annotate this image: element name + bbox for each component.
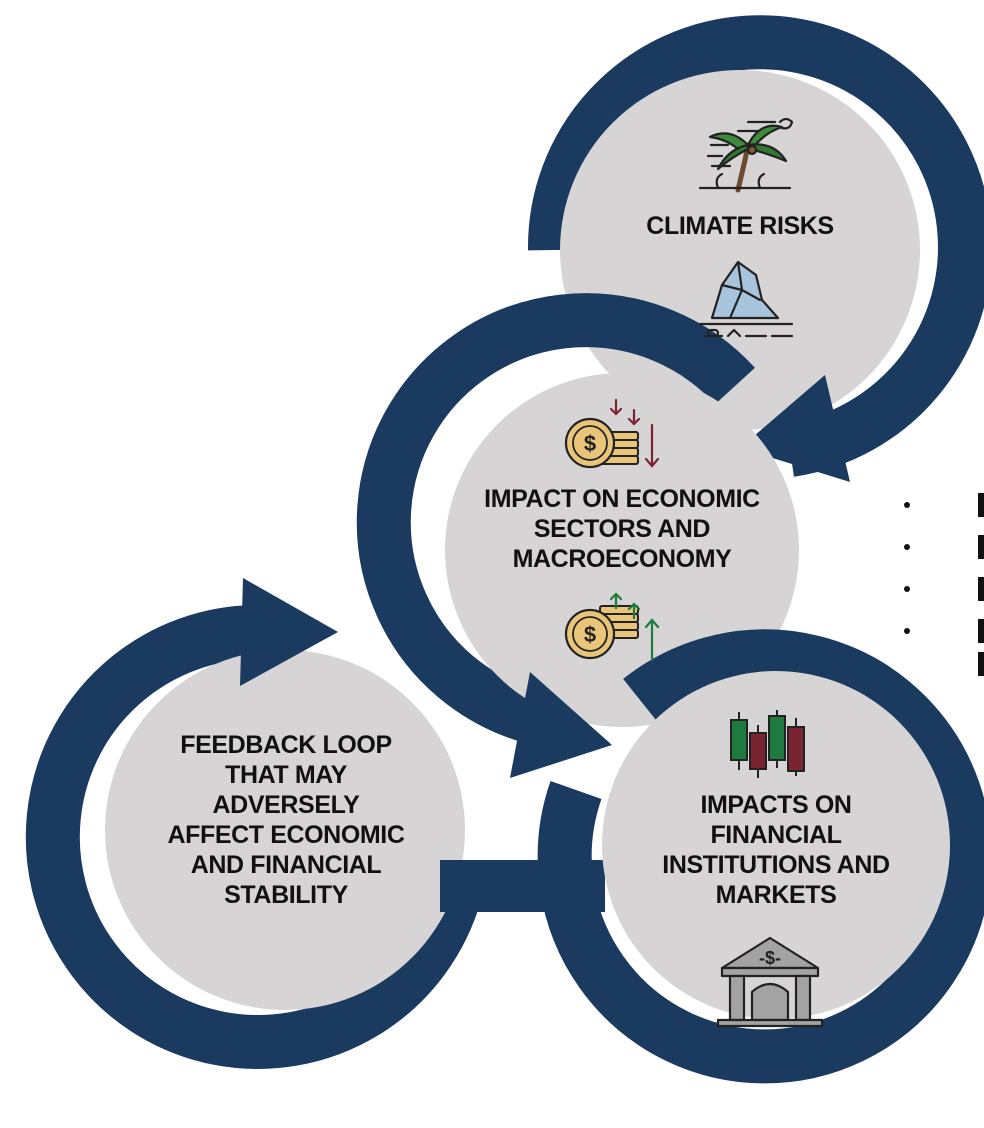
svg-text:-$-: -$- bbox=[759, 948, 781, 968]
financial-impact-line: FINANCIAL bbox=[710, 821, 842, 849]
economic-impact-line: SECTORS AND bbox=[533, 515, 711, 543]
bullet-icon bbox=[904, 544, 910, 550]
list-item bbox=[904, 484, 984, 526]
economic-impact-label: IMPACT ON ECONOMIC SECTORS AND MACROECON… bbox=[448, 484, 796, 574]
cropped-bullet-list bbox=[904, 484, 984, 692]
cropped-text-glyph bbox=[978, 493, 984, 517]
financial-impact-line: MARKETS bbox=[715, 881, 837, 909]
coins-up-icon: $ bbox=[564, 592, 660, 662]
cropped-text-glyph bbox=[978, 535, 984, 559]
economic-impact-line: MACROECONOMY bbox=[512, 545, 732, 573]
list-item bbox=[904, 526, 984, 568]
svg-text:$: $ bbox=[584, 622, 596, 647]
coins-down-icon: $ bbox=[564, 398, 660, 469]
economic-impact-line: IMPACT ON ECONOMIC bbox=[484, 485, 760, 513]
feedback-ring-arrowhead bbox=[240, 578, 338, 686]
cropped-text-glyph bbox=[978, 619, 984, 643]
iceberg-icon bbox=[698, 260, 794, 338]
financial-impact-line: INSTITUTIONS AND bbox=[662, 851, 890, 879]
feedback-loop-line: STABILITY bbox=[224, 881, 348, 909]
feedback-ring-arc bbox=[25, 604, 481, 1069]
financial-ring-arc bbox=[537, 629, 984, 1084]
cropped-text-glyph bbox=[978, 652, 984, 676]
candlestick-icon bbox=[730, 710, 805, 778]
feedback-loop-label: FEEDBACK LOOP THAT MAY ADVERSELY AFFECT … bbox=[140, 730, 432, 910]
list-item bbox=[904, 610, 984, 652]
list-item bbox=[904, 568, 984, 610]
feedback-loop-line: AFFECT ECONOMIC bbox=[167, 821, 405, 849]
financial-impact-line: IMPACTS ON bbox=[700, 791, 852, 819]
palm-tree-icon bbox=[698, 117, 794, 193]
bullet-icon bbox=[904, 628, 910, 634]
feedback-loop-line: FEEDBACK LOOP bbox=[180, 731, 392, 759]
climate-ring-arc bbox=[527, 15, 984, 477]
climate-risks-line: CLIMATE RISKS bbox=[646, 212, 834, 240]
svg-text:$: $ bbox=[584, 431, 596, 456]
feedback-loop-line: THAT MAY bbox=[225, 761, 347, 789]
climate-risks-label: CLIMATE RISKS bbox=[600, 211, 880, 241]
economic-ring-arrowhead bbox=[510, 672, 612, 778]
financial-impact-circle bbox=[602, 671, 950, 1019]
cropped-text-glyph bbox=[978, 577, 984, 601]
feedback-loop-line: AND FINANCIAL bbox=[190, 851, 382, 879]
bullet-icon bbox=[904, 586, 910, 592]
bank-icon: -$- bbox=[716, 936, 824, 1028]
financial-impact-label: IMPACTS ON FINANCIAL INSTITUTIONS AND MA… bbox=[620, 790, 932, 910]
feedback-loop-circle bbox=[105, 650, 465, 1010]
feedback-loop-line: ADVERSELY bbox=[212, 791, 360, 819]
economic-ring-arc bbox=[356, 293, 755, 747]
financial-impact-ring bbox=[537, 629, 984, 1084]
bullet-icon bbox=[904, 502, 910, 508]
